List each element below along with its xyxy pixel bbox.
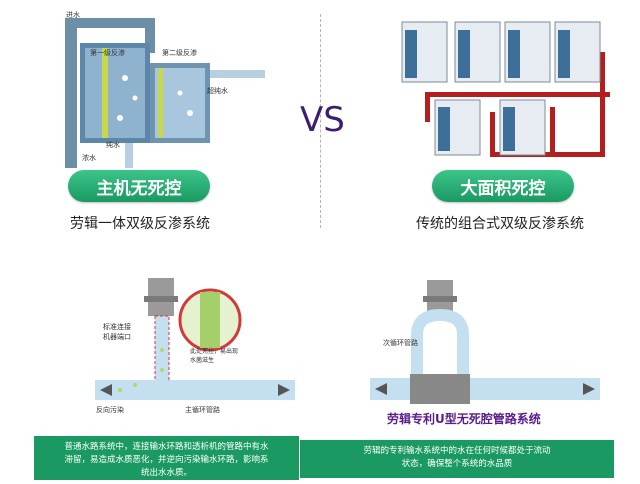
flow-arrow-left	[375, 383, 387, 395]
membrane-2	[158, 68, 163, 138]
machine-port-ring	[423, 296, 457, 302]
connector-pipe	[145, 18, 155, 53]
label-backflow: 反向污染	[96, 406, 124, 414]
ultrapure-outlet	[210, 70, 265, 78]
caption-traditional: 传统的组合式双级反渗系统	[416, 216, 584, 232]
inlet-pipe	[65, 18, 77, 168]
main-loop-pipe	[370, 378, 600, 400]
ro-unit	[434, 99, 481, 156]
top-pipe	[65, 18, 155, 28]
stage2-tank-inner	[155, 68, 205, 138]
backflow-arrow	[100, 384, 112, 396]
label-stage1: 第一级反渗	[90, 49, 125, 57]
red-pipe	[490, 112, 495, 157]
traditional-system-diagram	[401, 21, 610, 157]
u-loop-pipe	[411, 308, 469, 380]
ro-unit	[454, 21, 501, 83]
flow-arrow-right	[583, 383, 595, 395]
bubble	[187, 110, 193, 116]
pure-water-pipe	[125, 143, 133, 168]
ro-unit	[504, 21, 551, 83]
label-pure: 纯水	[106, 141, 120, 149]
bubble	[117, 115, 123, 121]
label-dead-zone: 此处死控，易出现 水菌滋生	[190, 348, 239, 364]
pill-large-dead-zone: 大面积死控	[432, 170, 574, 202]
bacteria-dot	[160, 348, 164, 352]
bubble	[132, 95, 138, 101]
ro-unit	[554, 21, 601, 83]
bacteria-dot	[118, 388, 122, 392]
red-pipe	[550, 107, 555, 157]
label-ultrapure: 超纯水	[207, 87, 228, 95]
label-secondary-loop: 次循环管路	[383, 339, 418, 347]
red-pipe	[600, 52, 605, 157]
ro-unit	[401, 21, 448, 83]
ro-unit	[499, 99, 546, 156]
bacteria-dot	[133, 383, 137, 387]
membrane-1	[102, 48, 108, 138]
caption-integrated: 劳辑一体双级反渗系统	[70, 216, 210, 232]
note-u-type: 劳辑的专利输水系统中的水在任何时候都处于流动 状态，确保整个系统的水品质	[300, 440, 614, 478]
main-flow-arrow	[278, 384, 290, 396]
label-stage2: 第二级反渗	[162, 49, 197, 57]
divider-line	[320, 14, 321, 228]
red-pipe	[425, 92, 610, 97]
junction-block	[410, 374, 470, 404]
u-type-pipe-diagram	[370, 280, 600, 404]
integrated-system-diagram	[65, 18, 265, 168]
stage1-tank-inner	[85, 48, 145, 138]
label-connector: 标准连接 机器端口	[103, 323, 131, 341]
red-pipe	[425, 92, 430, 122]
vs-label: VS	[300, 100, 345, 140]
red-pipe	[490, 152, 605, 157]
label-concentrate: 浓水	[82, 154, 96, 162]
ordinary-pipe-diagram	[95, 278, 295, 400]
bubble	[177, 90, 183, 96]
bacteria-dot	[160, 368, 164, 372]
zoom-bacteria	[200, 292, 220, 348]
bubble	[122, 75, 128, 81]
pill-no-dead-zone: 主机无死控	[68, 170, 210, 202]
label-main-loop: 主循环管路	[185, 406, 220, 414]
main-loop-pipe	[95, 380, 295, 400]
note-ordinary: 普通水路系统中，连接输水环路和透析机的管路中有水 滞留，易造成水质恶化，并逆向污…	[34, 436, 299, 480]
machine-port-ring	[144, 296, 178, 302]
label-inlet: 进水	[66, 11, 80, 19]
u-type-title: 劳辑专利U型无死腔管路系统	[387, 412, 541, 426]
